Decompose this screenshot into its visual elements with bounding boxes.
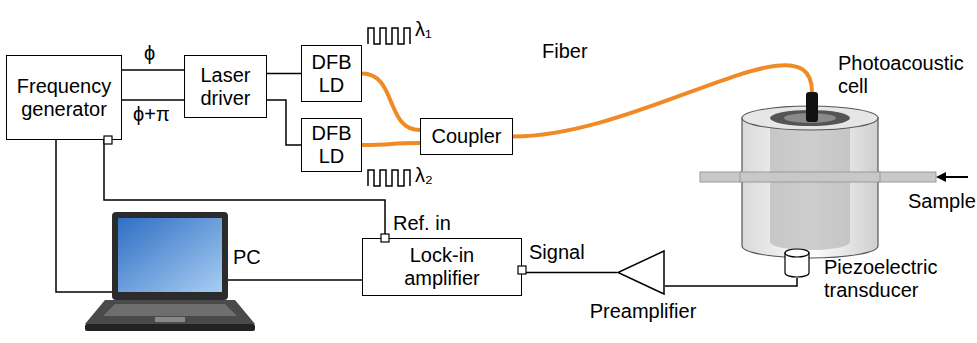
label-holder: λ₁ — [413, 18, 434, 41]
box-label: Frequency generator — [7, 75, 121, 121]
optical-fiber — [362, 143, 420, 145]
photoacoustic-cell-outline — [740, 92, 880, 262]
signal-wire — [56, 140, 112, 292]
label-holder: Signal — [527, 241, 587, 264]
signal-wire — [522, 272, 617, 274]
photoacoustic-cell: Photoacoustic cell — [740, 92, 880, 262]
phase-label: ϕ+π — [131, 103, 172, 126]
sample-label: Sample — [906, 190, 977, 213]
box-label: DFB LD — [302, 51, 361, 97]
node-label: Piezoelectric transducer — [824, 256, 974, 302]
square-wave — [368, 28, 410, 44]
laser-box: DFB LD — [301, 118, 362, 172]
laptop-computer: PC — [85, 212, 255, 332]
label-holder: Piezoelectric transducer — [824, 256, 974, 302]
box-label: Coupler — [431, 125, 501, 148]
optical-fiber — [362, 74, 420, 131]
instrument-box: Frequency generator — [6, 55, 122, 140]
node-label: Preamplifier — [581, 300, 705, 323]
wavelength-label: λ₂ — [413, 164, 435, 187]
wavelength-label: λ₁ — [413, 18, 434, 41]
label-holder: λ₂ — [413, 164, 435, 187]
preamplifier-symbol-outline — [617, 250, 665, 295]
flow-arrowhead — [936, 172, 946, 182]
port-label: Signal — [527, 241, 587, 264]
label-holder: Fiber — [540, 40, 590, 63]
text-holder: Laser driver — [185, 64, 266, 110]
instrument-box: Lock-in amplifier — [362, 238, 522, 296]
signal-wire — [665, 278, 797, 286]
fiber-label: Fiber — [540, 40, 590, 63]
label-holder: ϕ — [142, 42, 157, 65]
signal-wire — [267, 73, 301, 75]
box-label: Lock-in amplifier — [386, 244, 498, 290]
label-holder: Photoacoustic cell — [838, 52, 975, 98]
label-holder: PC — [233, 246, 273, 269]
instrument-box: Laser driver — [184, 55, 267, 118]
signal-wire — [228, 279, 362, 281]
piezo-transducer-outline — [784, 248, 810, 278]
node-label: Photoacoustic cell — [838, 52, 975, 98]
coupler-box: Coupler — [420, 118, 513, 155]
text-holder: Lock-in amplifier — [386, 244, 498, 290]
label-holder: Sample — [906, 190, 977, 213]
signal-wire — [267, 100, 301, 145]
text-holder: Coupler — [431, 125, 501, 148]
preamplifier-symbol: Preamplifier — [617, 250, 665, 295]
box-label: DFB LD — [302, 122, 361, 168]
flow-arrow — [944, 176, 968, 178]
piezo-transducer: Piezoelectric transducer — [784, 248, 810, 278]
text-holder: Frequency generator — [7, 75, 121, 121]
signal-wire — [122, 69, 184, 71]
phase-label: ϕ — [142, 42, 157, 65]
label-holder: Preamplifier — [581, 300, 705, 323]
box-label: Laser driver — [185, 64, 266, 110]
square-wave — [368, 170, 410, 186]
text-holder: DFB LD — [302, 51, 361, 97]
text-holder: DFB LD — [302, 122, 361, 168]
label-holder: Ref. in — [391, 212, 453, 235]
node-label: PC — [233, 246, 273, 269]
label-holder: ϕ+π — [131, 103, 172, 126]
signal-wire — [122, 99, 184, 101]
laptop-computer-outline — [85, 212, 255, 332]
port-label: Ref. in — [391, 212, 453, 235]
sample-tube — [700, 172, 936, 182]
laser-box: DFB LD — [301, 45, 362, 102]
